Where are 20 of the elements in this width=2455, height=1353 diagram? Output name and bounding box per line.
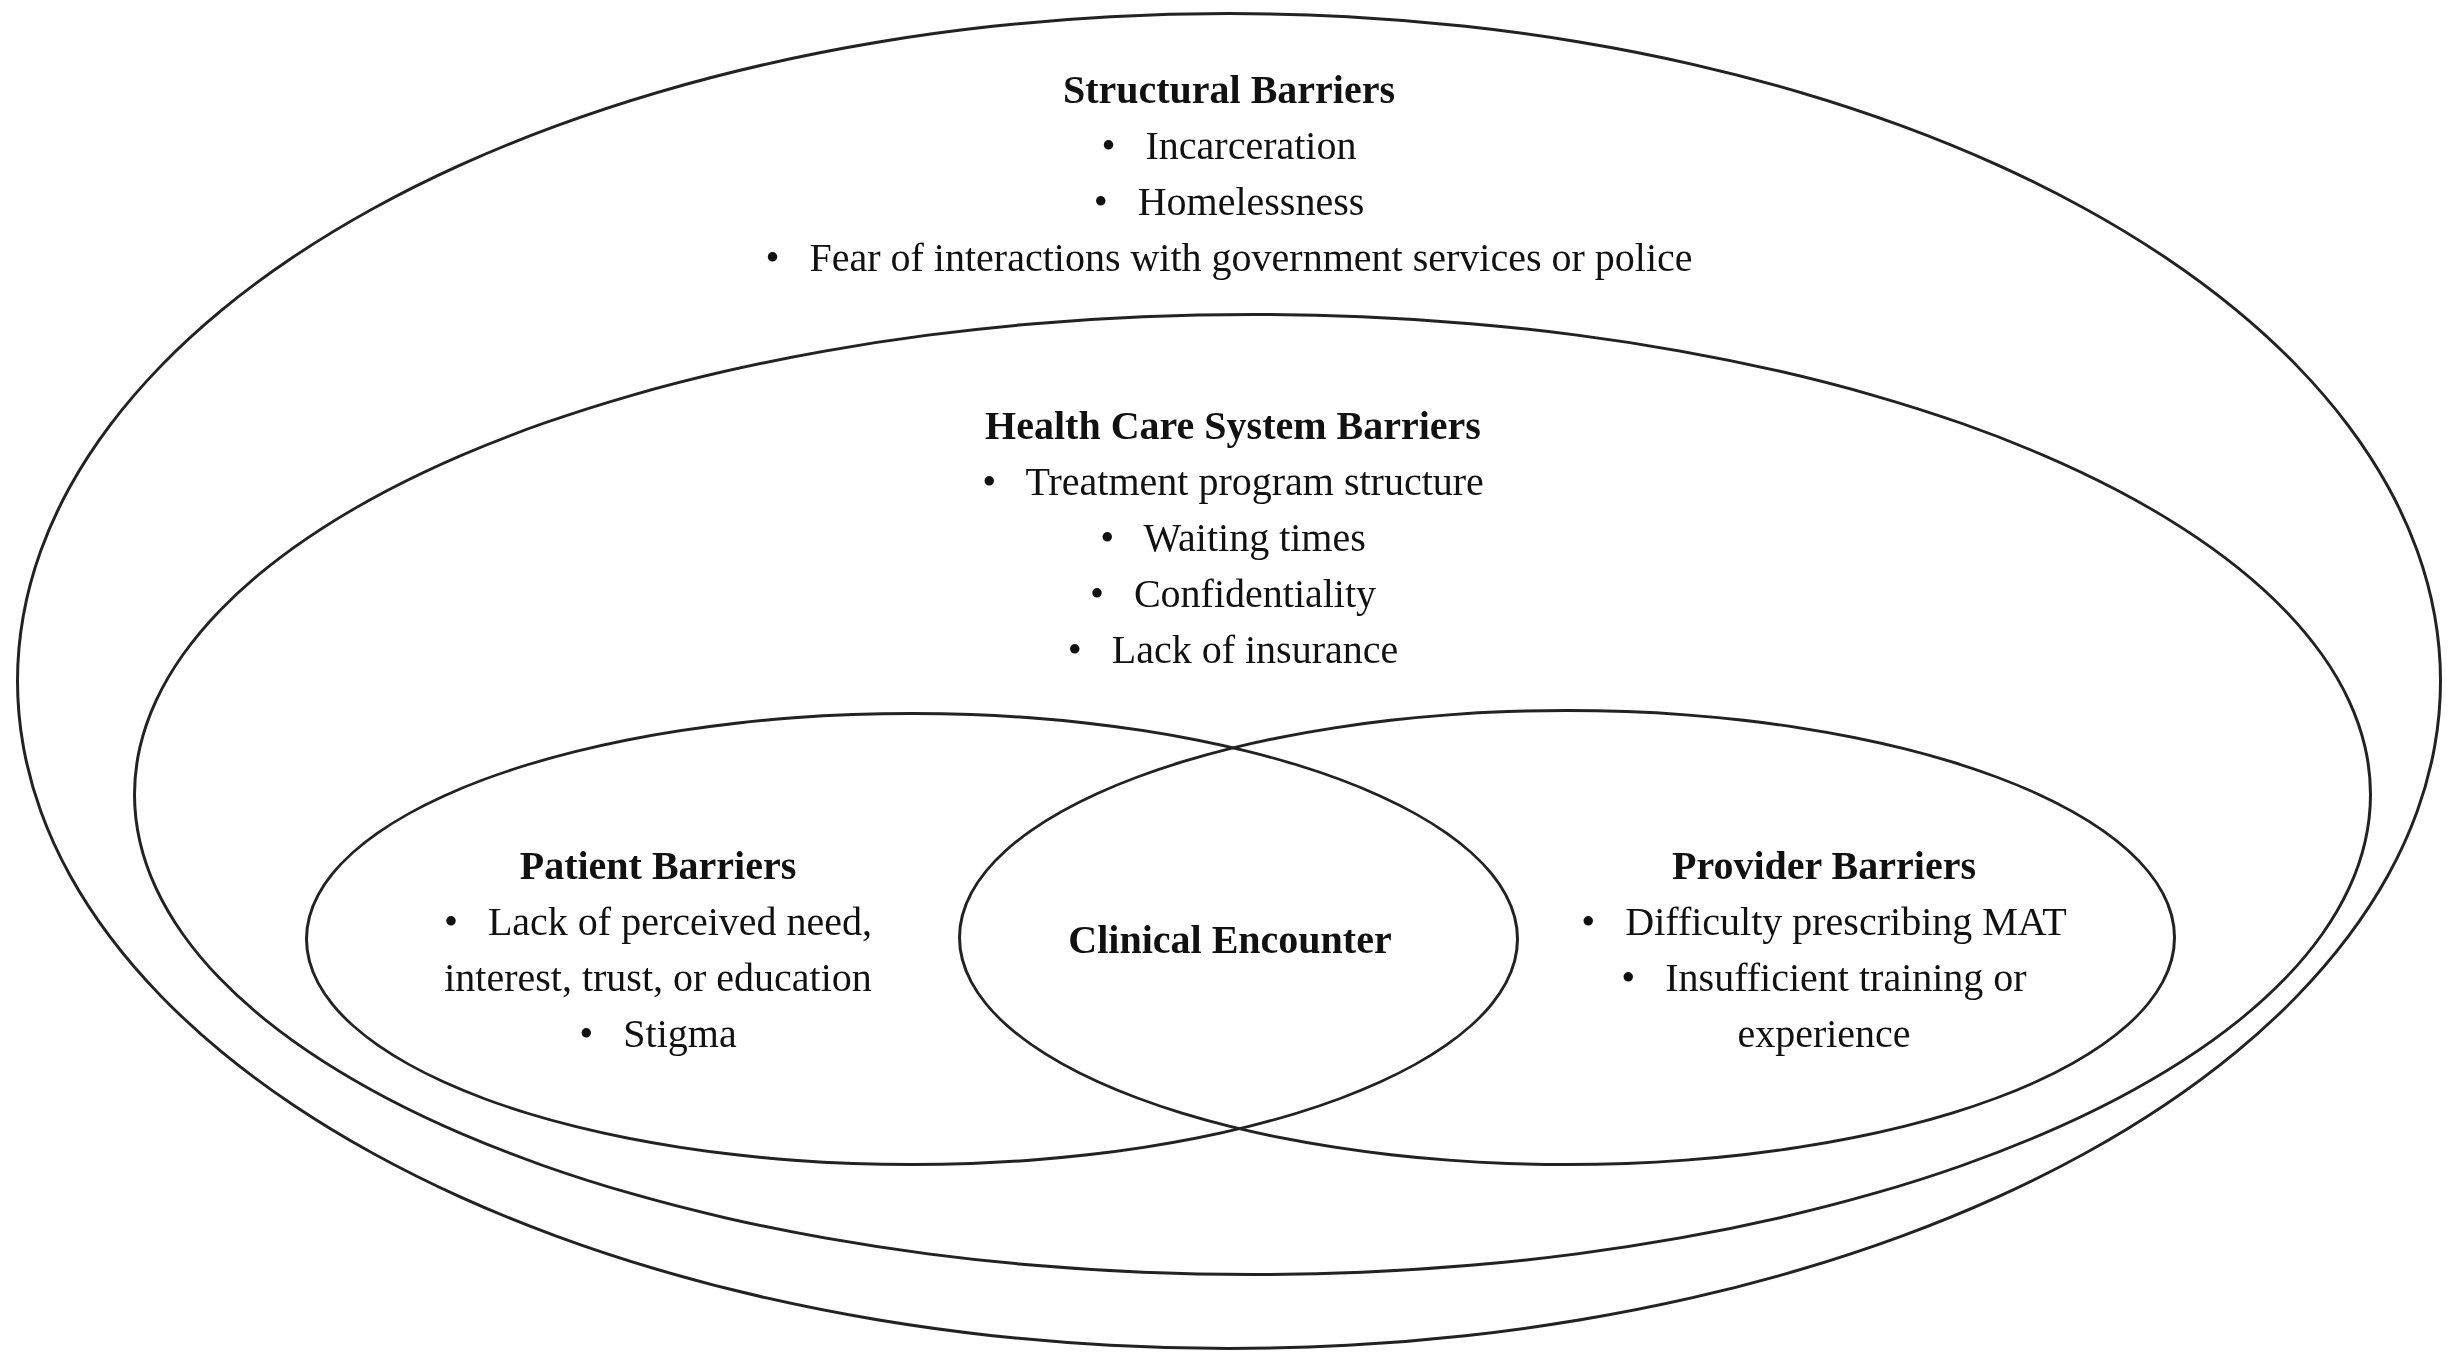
bullet-item: • Fear of interactions with government services or police: [764, 234, 1694, 282]
bullet-item: • Waiting times: [1099, 514, 1367, 562]
ellipse: [16, 12, 2442, 1350]
ellipse: [133, 313, 2372, 1276]
bullet-item: • Stigma: [578, 1010, 738, 1058]
bullet-item: • Lack of perceived need, interest, trust, or education: [442, 898, 874, 1002]
bullet-item: • Confidentiality: [1088, 570, 1378, 618]
bullet-item: • Homelessness: [1092, 178, 1366, 226]
section-heading: Health Care System Barriers: [984, 402, 1482, 450]
bullet-item: • Difficulty prescribing MAT: [1580, 898, 2068, 946]
section-heading: Provider Barriers: [1671, 842, 1977, 890]
ellipse: [305, 712, 1519, 1166]
bullet-item: • Incarceration: [1100, 122, 1358, 170]
section-heading: Structural Barriers: [1061, 66, 1397, 114]
ellipse: [958, 709, 2176, 1166]
section-heading: Clinical Encounter: [1067, 916, 1393, 964]
bullet-item: • Lack of insurance: [1066, 626, 1400, 674]
bullet-item: • Treatment program structure: [981, 458, 1485, 506]
bullet-item: • Insufficient training or experience: [1620, 954, 2028, 1058]
section-heading: Patient Barriers: [518, 842, 798, 890]
